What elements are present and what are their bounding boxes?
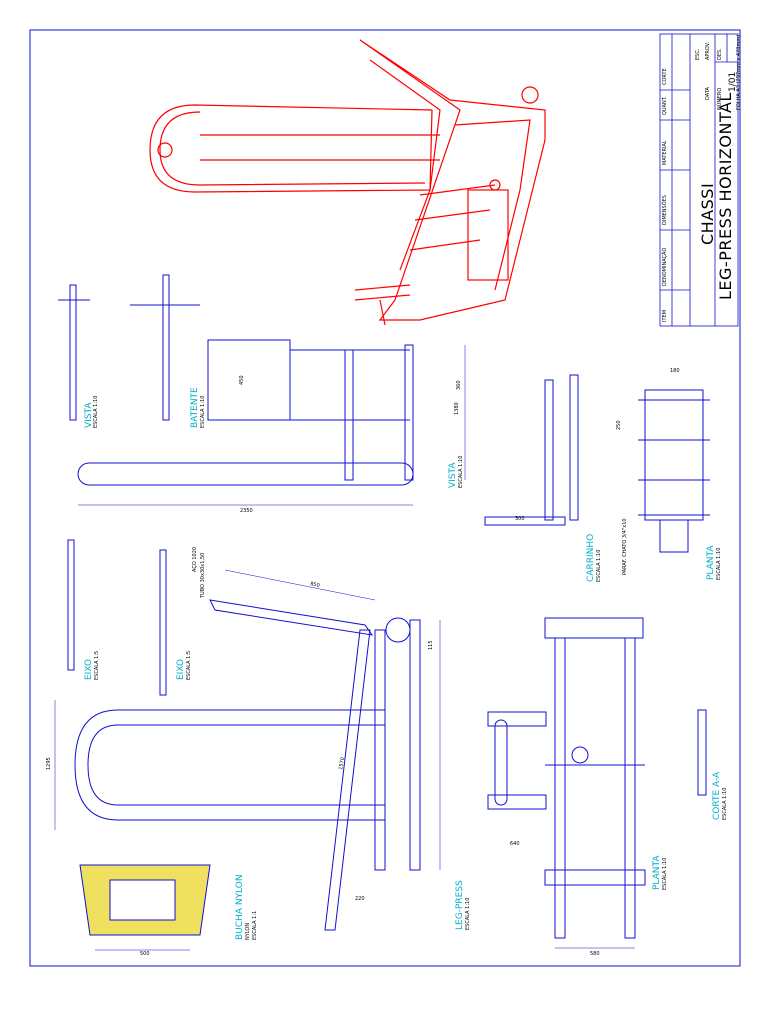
dim-580: 580 bbox=[590, 951, 600, 957]
note-bolt: PARAF. CHATO 3/4"x10 bbox=[622, 518, 628, 575]
header-material: MATERIAL bbox=[662, 140, 668, 165]
dim-300: 300 bbox=[515, 516, 525, 522]
view-label-leg-press: LEG-PRESS bbox=[455, 880, 465, 930]
dim-250: 250 bbox=[616, 420, 622, 430]
dimension-texts: 2350 1380 1295 450 360 500 115 220 580 8… bbox=[46, 368, 680, 957]
orthographic-views bbox=[58, 274, 710, 939]
header-item: ITEM bbox=[662, 309, 668, 322]
dim-1570: 1570 bbox=[338, 757, 346, 771]
view-scale-vista-1: ESCALA 1:10 bbox=[93, 395, 99, 428]
view-label-corte-aa: CORTE A-A bbox=[712, 771, 722, 820]
part-name: CHASSI bbox=[698, 182, 717, 245]
view-label-eixo-1: EIXO bbox=[84, 658, 94, 680]
view-scale-planta-2: ESCALA 1:10 bbox=[662, 857, 668, 890]
header-dimensoes: DIMENSÕES bbox=[662, 195, 668, 225]
dim-180: 180 bbox=[670, 368, 680, 374]
dim-115: 115 bbox=[428, 640, 434, 650]
note-steel: AÇO 1020 bbox=[192, 546, 198, 572]
view-scale-carrinho: ESCALA 1:10 bbox=[596, 549, 602, 582]
note-nylon: NYLON bbox=[245, 922, 251, 940]
dim-640: 640 bbox=[510, 841, 520, 847]
view-scale-eixo-1: ESCALA 1:5 bbox=[94, 650, 100, 680]
view-scale-planta-1: ESCALA 1:10 bbox=[716, 547, 722, 580]
view-label-planta-1: PLANTA bbox=[706, 545, 716, 581]
header-quant: QUANT. bbox=[662, 96, 668, 115]
dim-1380: 1380 bbox=[454, 402, 460, 415]
sheet-border bbox=[29, 29, 741, 967]
dim-500: 500 bbox=[140, 951, 150, 957]
view-scale-eixo-2: ESCALA 1:5 bbox=[186, 650, 192, 680]
header-denominacao: DENOMINAÇÃO bbox=[662, 247, 668, 286]
field-aprov: APROV. bbox=[705, 41, 711, 60]
field-des: DES. bbox=[717, 48, 723, 60]
view-label-carrinho: CARRINHO bbox=[586, 533, 596, 582]
dim-850: 850 bbox=[310, 581, 321, 589]
dim-360: 360 bbox=[456, 380, 462, 390]
dimension-lines bbox=[54, 345, 635, 951]
title-block bbox=[659, 33, 739, 327]
view-label-vista-2: VISTA bbox=[448, 462, 458, 488]
header-corte: CORTE bbox=[662, 68, 668, 85]
view-scale-corte-aa: ESCALA 1:10 bbox=[722, 787, 728, 820]
field-esc: ESC. bbox=[695, 48, 701, 60]
sheet-size: FOLHA A3 (297mm x 420mm) bbox=[736, 34, 742, 110]
view-label-bucha-nylon: BUCHA NYLON bbox=[235, 874, 245, 940]
project-title: LEG-PRESS HORIZONTAL bbox=[716, 92, 735, 300]
view-label-batente: BATENTE bbox=[190, 387, 200, 428]
view-label-eixo-2: EIXO bbox=[176, 658, 186, 680]
field-numero: NÚMERO bbox=[717, 87, 723, 110]
view-scale-batente: ESCALA 1:10 bbox=[200, 395, 206, 428]
dim-450: 450 bbox=[239, 375, 245, 385]
isometric-frame bbox=[149, 39, 546, 326]
view-label-planta-2: PLANTA bbox=[652, 855, 662, 891]
dim-2350: 2350 bbox=[240, 508, 253, 514]
dim-1295: 1295 bbox=[46, 757, 52, 770]
dim-220: 220 bbox=[355, 896, 365, 902]
view-scale-leg-press: ESCALA 1:10 bbox=[465, 897, 471, 930]
view-scale-bucha-nylon: ESCALA 1:1 bbox=[252, 910, 258, 940]
note-tube: TUBO 30x30x1,50 bbox=[200, 552, 206, 598]
view-scale-vista-2: ESCALA 1:10 bbox=[458, 455, 464, 488]
field-data: DATA bbox=[705, 87, 711, 100]
